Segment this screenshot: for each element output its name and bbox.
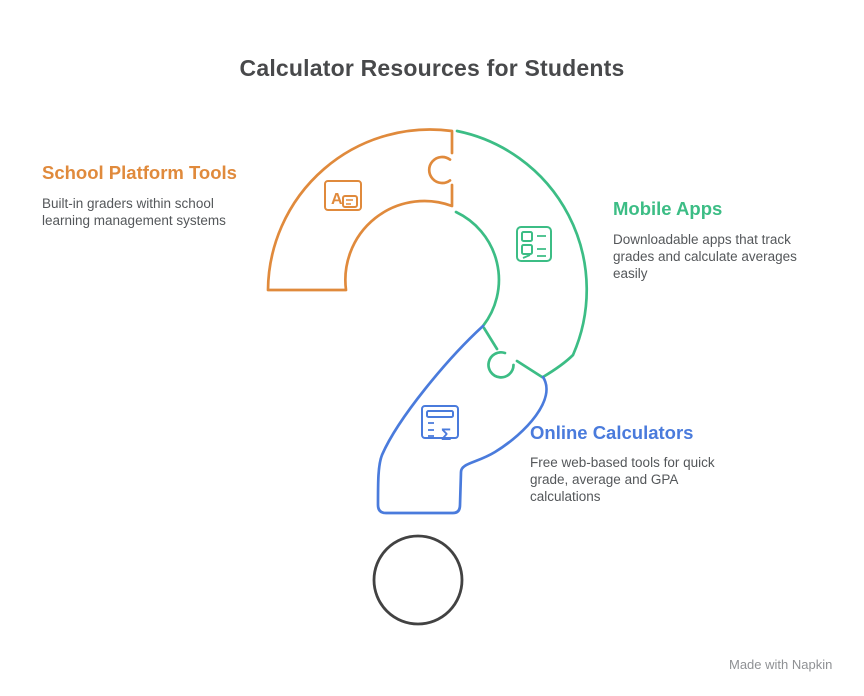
description-mobile-apps: Downloadable apps that track grades and … (613, 232, 797, 281)
calculator-sigma-icon: Σ (421, 405, 459, 444)
puzzle-piece-school-platform (266, 128, 454, 292)
label-online-calculators: Online Calculators (530, 422, 694, 443)
watermark: Made with Napkin (729, 657, 833, 672)
apps-grid-icon (516, 226, 552, 262)
diagram-title: Calculator Resources for Students (239, 55, 625, 81)
svg-text:A: A (331, 191, 343, 208)
puzzle-piece-online-calculators (376, 324, 548, 515)
puzzle-connector-tail-icon (487, 351, 515, 379)
description-online-calculators: Free web-based tools for quick grade, av… (530, 455, 715, 504)
label-school-platform-tools: School Platform Tools (42, 162, 237, 183)
label-mobile-apps: Mobile Apps (613, 198, 723, 219)
puzzle-connector-top-icon (427, 155, 452, 185)
question-mark-dot (372, 534, 464, 626)
description-school-platform-tools: Built-in graders within school learning … (42, 196, 226, 228)
puzzle-piece-mobile-apps (454, 129, 588, 379)
svg-text:Σ: Σ (441, 425, 451, 444)
grade-screen-icon: A (324, 180, 362, 211)
